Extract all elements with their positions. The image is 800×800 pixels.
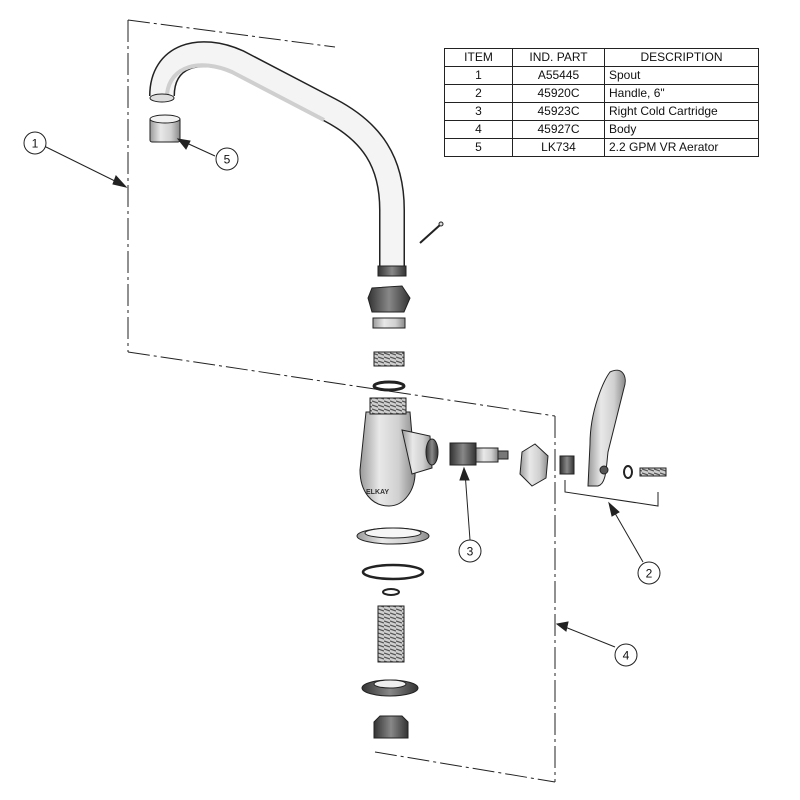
callout-leaders [43,138,644,648]
callout-3: 3 [458,539,482,563]
row-part: A55445 [512,66,605,85]
svg-text:3: 3 [467,545,474,559]
row-item: 1 [444,66,513,85]
spout [149,41,407,277]
row-description: 2.2 GPM VR Aerator [604,138,759,157]
callout-2: 2 [637,561,661,585]
body-brand-mark: ELKAY [366,489,389,496]
spout-pin [419,221,444,244]
row-item: 5 [444,138,513,157]
svg-text:2: 2 [646,567,653,581]
lower-assembly [356,527,430,739]
spout-nut [367,285,411,392]
row-part: 45923C [512,102,605,121]
header-part: IND. PART [512,48,605,67]
handle-bracket [564,480,659,507]
group-4-boundary [374,416,556,783]
row-item: 2 [444,84,513,103]
aerator [149,114,181,143]
svg-text:5: 5 [224,153,231,167]
callout-4: 4 [614,643,638,667]
table-row: 4 45927C Body [444,120,759,139]
cartridge [449,442,509,466]
handle-assembly [519,369,667,487]
row-item: 4 [444,120,513,139]
svg-text:1: 1 [32,137,39,151]
table-row: 1 A55445 Spout [444,66,759,85]
row-part: 45920C [512,84,605,103]
parts-table: ITEM IND. PART DESCRIPTION 1 A55445 Spou… [444,48,759,157]
table-row: 3 45923C Right Cold Cartridge [444,102,759,121]
table-row: 5 LK734 2.2 GPM VR Aerator [444,138,759,157]
row-description: Right Cold Cartridge [604,102,759,121]
header-description: DESCRIPTION [604,48,759,67]
row-description: Body [604,120,759,139]
row-part: LK734 [512,138,605,157]
row-description: Handle, 6" [604,84,759,103]
svg-text:4: 4 [623,649,630,663]
row-item: 3 [444,102,513,121]
faucet-body: ELKAY [359,397,439,507]
callout-5: 5 [215,147,239,171]
parts-table-header: ITEM IND. PART DESCRIPTION [444,48,759,67]
callout-1: 1 [23,131,47,155]
group-1-boundary [127,19,556,417]
header-item: ITEM [444,48,513,67]
row-part: 45927C [512,120,605,139]
row-description: Spout [604,66,759,85]
table-row: 2 45920C Handle, 6" [444,84,759,103]
